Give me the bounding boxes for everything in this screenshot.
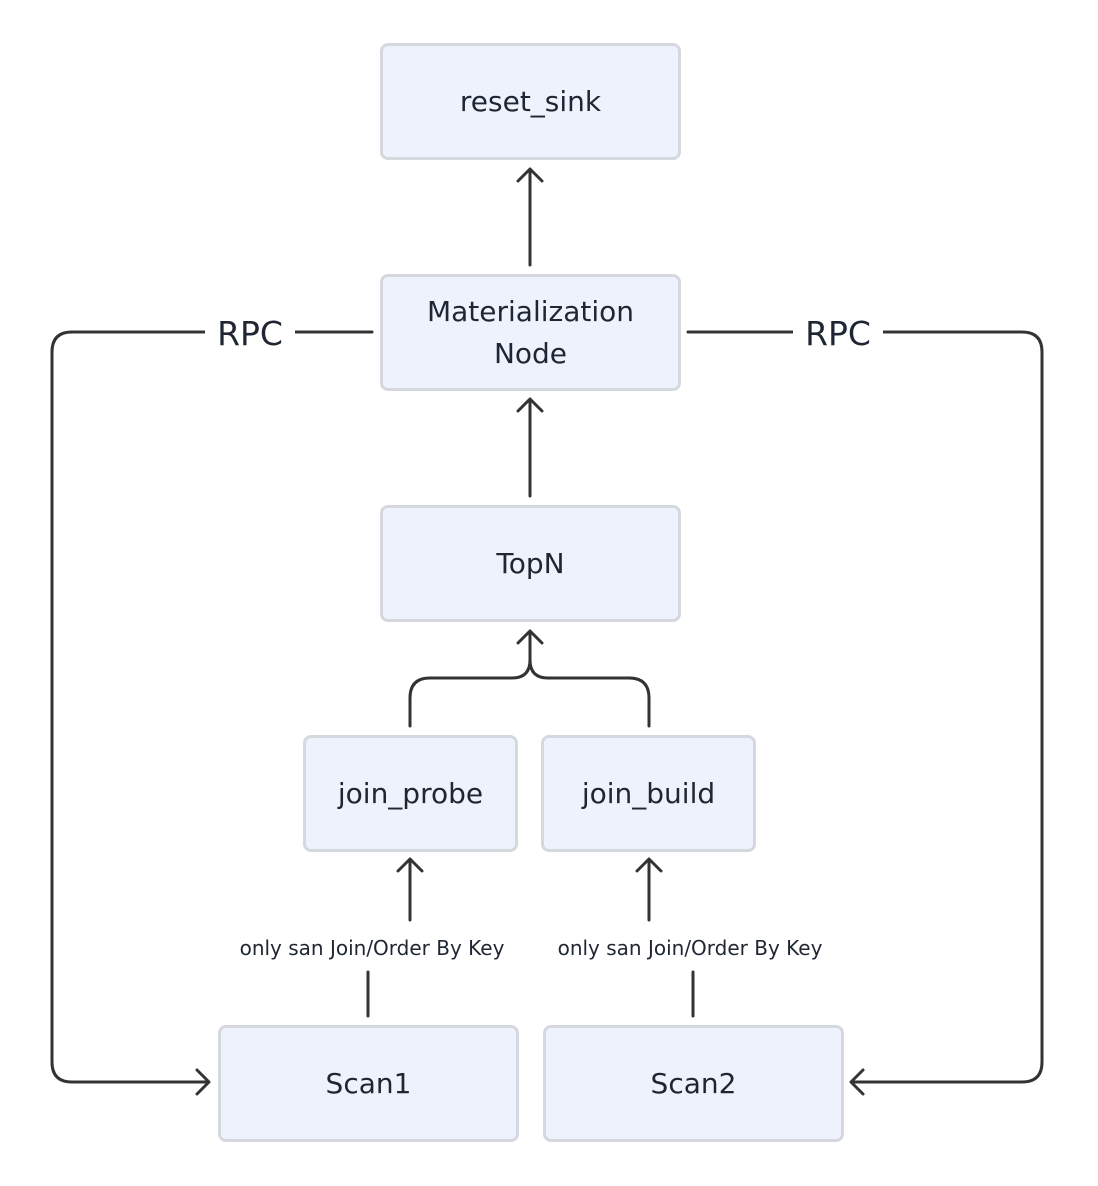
node-scan2: Scan2 (543, 1025, 844, 1142)
arrowhead-join-probe (396, 857, 424, 873)
arrowhead-topn (516, 629, 544, 645)
node-join-build-label: join_build (581, 776, 716, 810)
edge-materialization-to-scan2-rpc (686, 330, 1044, 1084)
node-join-probe: join_probe (303, 735, 518, 852)
edge-label-scan1-to-join-probe: only san Join/Order By Key (232, 934, 512, 962)
node-scan2-label: Scan2 (650, 1066, 737, 1100)
arrowhead-scan2 (849, 1068, 865, 1096)
node-topn: TopN (380, 505, 681, 622)
node-reset-sink: reset_sink (380, 43, 681, 160)
edge-label-rpc-right: RPC (793, 314, 883, 354)
node-scan1: Scan1 (218, 1025, 519, 1142)
arrowhead-reset-sink (516, 167, 544, 183)
node-join-build: join_build (541, 735, 756, 852)
node-reset-sink-label: reset_sink (459, 84, 602, 118)
edge-scan2-to-join-build (647, 858, 695, 1018)
node-topn-label: TopN (496, 546, 565, 580)
edge-join-build-to-topn (528, 658, 651, 728)
node-materialization: Materialization Node (380, 274, 681, 391)
edge-materialization-to-scan1-rpc (50, 330, 374, 1084)
node-join-probe-label: join_probe (337, 776, 484, 810)
node-materialization-label-line1: Materialization (426, 294, 635, 328)
edge-label-rpc-left: RPC (205, 314, 295, 354)
node-materialization-label-line2: Node (493, 336, 568, 370)
edge-label-scan2-to-join-build: only san Join/Order By Key (550, 934, 830, 962)
edge-join-probe-to-topn (408, 630, 532, 728)
edge-scan1-to-join-probe (366, 858, 412, 1018)
arrowhead-scan1 (195, 1068, 211, 1096)
node-scan1-label: Scan1 (325, 1066, 412, 1100)
arrowhead-materialization (516, 397, 544, 413)
arrowhead-join-build (635, 857, 663, 873)
